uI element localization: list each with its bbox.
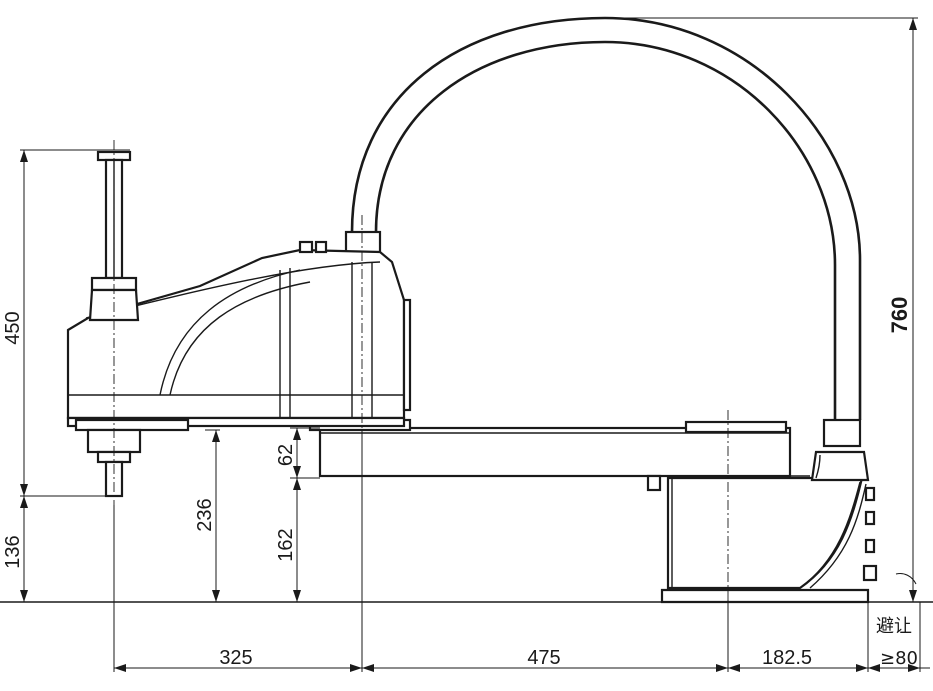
dim-475-label: 475 [527, 647, 560, 669]
dim-325-label: 325 [219, 647, 252, 669]
dim-450-label: 450 [2, 311, 24, 344]
cable-hose [344, 16, 862, 448]
clearance-value: ≥80 [880, 648, 918, 669]
dim-136-label: 136 [2, 535, 24, 568]
dim-62-label: 62 [275, 444, 297, 466]
clearance-label: 避让 [876, 616, 912, 637]
dim-182-5-label: 182.5 [762, 647, 812, 669]
dim-236-label: 236 [194, 498, 216, 531]
robot-base [660, 450, 878, 604]
dim-760-label: 760 [887, 297, 912, 334]
dim-162-label: 162 [275, 528, 297, 561]
arm-2 [66, 240, 412, 428]
